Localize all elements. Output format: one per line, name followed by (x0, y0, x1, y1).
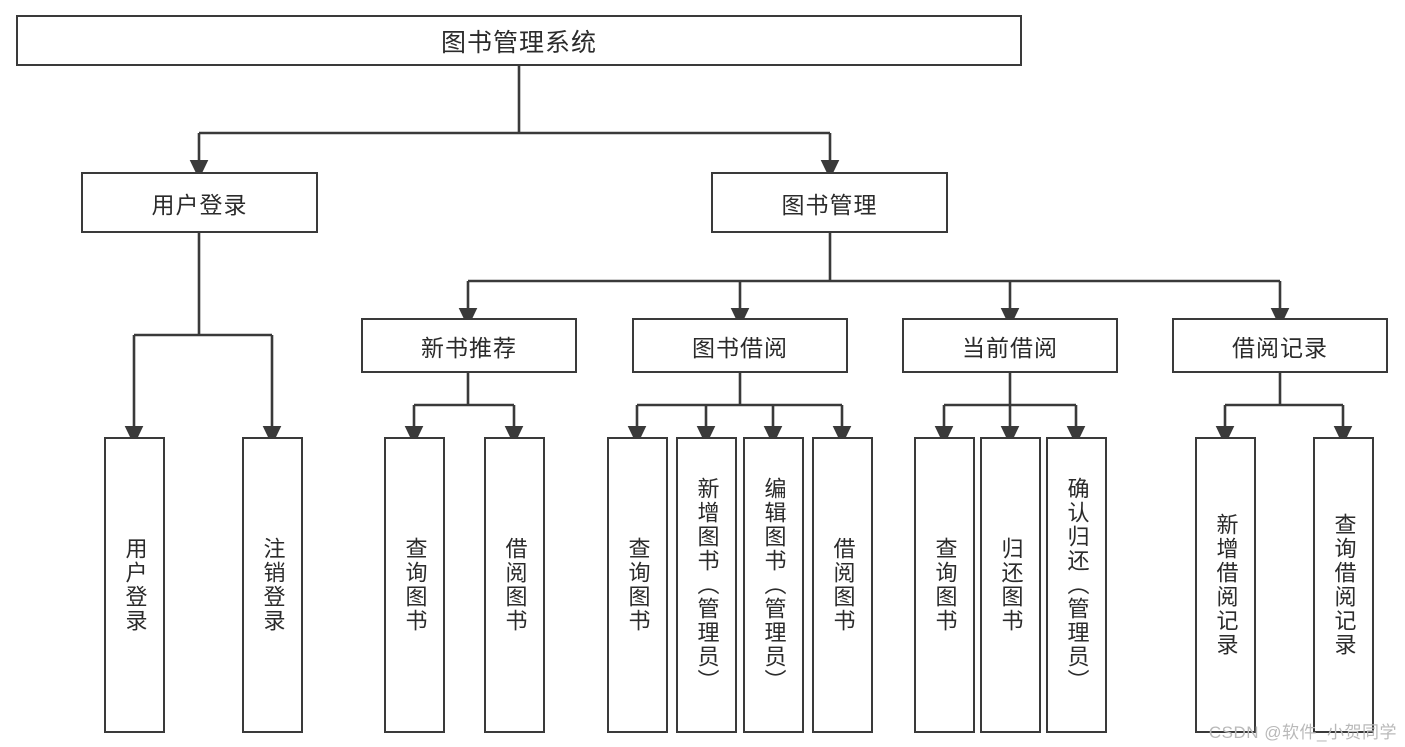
node-label: 查询图书 (625, 537, 651, 633)
node-label: 归还图书 (998, 537, 1024, 633)
node-label: 借阅图书 (830, 537, 856, 633)
leaf-add-book-admin[interactable]: 新增图书（管理员） (676, 437, 737, 733)
leaf-query-book-current[interactable]: 查询图书 (914, 437, 975, 733)
node-label: 查询图书 (932, 537, 958, 633)
node-current-borrow[interactable]: 当前借阅 (902, 318, 1118, 373)
leaf-return-book[interactable]: 归还图书 (980, 437, 1041, 733)
node-label: 用户登录 (122, 537, 148, 633)
leaf-confirm-return-admin[interactable]: 确认归还（管理员） (1046, 437, 1107, 733)
leaf-query-book-borrow[interactable]: 查询图书 (607, 437, 668, 733)
node-label: 借阅图书 (502, 537, 528, 633)
node-label: 新增图书（管理员） (694, 477, 720, 693)
node-root-book-management-system[interactable]: 图书管理系统 (16, 15, 1022, 66)
csdn-watermark: CSDN @软件_小贺同学 (1208, 723, 1397, 742)
node-book-borrow[interactable]: 图书借阅 (632, 318, 848, 373)
leaf-query-book-recommend[interactable]: 查询图书 (384, 437, 445, 733)
node-label: 查询图书 (402, 537, 428, 633)
node-label: 新书推荐 (421, 334, 517, 361)
leaf-logout[interactable]: 注销登录 (242, 437, 303, 733)
node-label: 图书管理系统 (440, 28, 597, 57)
node-new-book-recommend[interactable]: 新书推荐 (361, 318, 577, 373)
node-borrow-record[interactable]: 借阅记录 (1172, 318, 1388, 373)
node-label: 查询借阅记录 (1331, 513, 1357, 657)
node-label: 图书管理 (781, 191, 878, 218)
node-label: 借阅记录 (1232, 334, 1328, 361)
leaf-add-borrow-record[interactable]: 新增借阅记录 (1195, 437, 1256, 733)
leaf-user-login[interactable]: 用户登录 (104, 437, 165, 733)
node-label: 注销登录 (260, 537, 286, 633)
leaf-edit-book-admin[interactable]: 编辑图书（管理员） (743, 437, 804, 733)
leaf-query-borrow-record[interactable]: 查询借阅记录 (1313, 437, 1374, 733)
node-label: 用户登录 (151, 191, 248, 218)
node-book-management[interactable]: 图书管理 (711, 172, 948, 233)
node-label: 编辑图书（管理员） (761, 477, 787, 693)
leaf-borrow-book-recommend[interactable]: 借阅图书 (484, 437, 545, 733)
node-label: 图书借阅 (692, 334, 788, 361)
node-label: 新增借阅记录 (1213, 513, 1239, 657)
leaf-borrow-book[interactable]: 借阅图书 (812, 437, 873, 733)
node-user-login[interactable]: 用户登录 (81, 172, 318, 233)
node-label: 确认归还（管理员） (1064, 477, 1090, 693)
node-label: 当前借阅 (962, 334, 1058, 361)
